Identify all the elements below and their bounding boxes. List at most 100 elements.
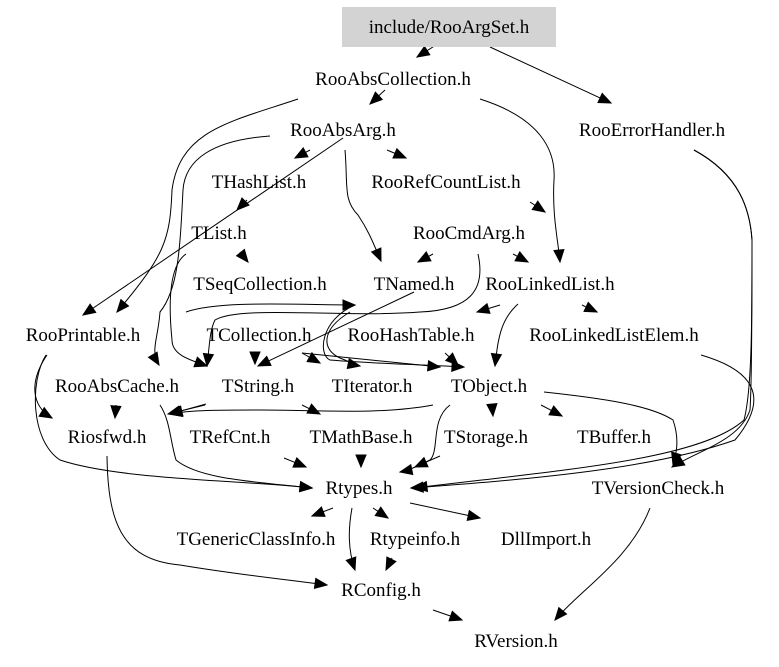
edge-roo-linked-list-to-roo-linked-list-elem-arrowhead [583,301,599,313]
edge-tobject-to-tversion-check-line [543,391,678,466]
edge-rtypes-to-dll-import-line [409,502,471,517]
edge-roo-error-handler-to-tversion-check [670,149,753,468]
edge-roo-cmd-arg-to-tnamed [416,251,434,263]
node-label: RooHashTable.h [348,325,475,346]
node-label: RConfig.h [341,580,421,601]
node-label: RooLinkedList.h [485,274,615,295]
node-tnamed[interactable]: TNamed.h [374,274,455,295]
edge-tstorage-to-rtypes [413,455,441,468]
edge-roo-linked-list-to-roo-linked-list-elem [581,301,599,313]
node-label: include/RooArgSet.h [369,17,530,38]
edge-tcollection-to-tobject-arrowhead [426,360,442,372]
edge-tref-cnt-to-rtypes-arrowhead [292,456,308,468]
node-thash-list[interactable]: THashList.h [212,172,307,193]
node-rconfig[interactable]: RConfig.h [341,580,421,601]
edge-roo-error-handler-to-rtypes-line [414,149,753,489]
node-label: RVersion.h [474,631,558,652]
node-roo-printable[interactable]: RooPrintable.h [26,325,141,346]
node-label: RooLinkedListElem.h [529,325,699,346]
edge-roo-error-handler-to-rtypes-arrowhead [413,480,429,493]
edge-roo-abs-collection-to-roo-printable-line [116,98,299,313]
edge-roo-error-handler-to-rtypes [413,149,753,493]
node-label: TSeqCollection.h [193,274,327,295]
node-roo-abs-cache[interactable]: RooAbsCache.h [55,376,180,397]
edge-tnamed-to-tstring-line [266,291,415,363]
node-roo-ref-count-list[interactable]: RooRefCountList.h [371,172,521,193]
node-label: TStorage.h [444,427,528,448]
node-tmath-base[interactable]: TMathBase.h [310,427,413,448]
edge-tobject-to-roo-abs-cache [168,404,434,418]
edge-tobject-to-roo-abs-cache-line [169,404,434,415]
node-dll-import[interactable]: DllImport.h [501,529,592,550]
edge-roo-linked-list-to-roo-hash-table [475,302,501,314]
node-label: RooCmdArg.h [413,223,526,244]
node-roo-abs-arg[interactable]: RooAbsArg.h [290,120,396,141]
edge-rtypes-to-rconfig [345,507,357,572]
node-rtypeinfo[interactable]: Rtypeinfo.h [370,529,461,550]
edges-layer [34,44,755,622]
edge-roo-abs-arg-to-roo-abs-cache-line [154,135,271,366]
edge-tstring-to-tmath-base [301,403,322,415]
node-tstring[interactable]: TString.h [222,376,295,397]
node-tgeneric-class-info[interactable]: TGenericClassInfo.h [177,529,336,550]
edge-roo-hash-table-to-titerator [326,311,362,370]
edge-tmath-base-to-rtypes-arrowhead [355,454,367,469]
edge-rconfig-to-rversion-line [432,609,453,618]
node-roo-linked-list-elem[interactable]: RooLinkedListElem.h [529,325,699,346]
node-label: Riosfwd.h [68,427,147,448]
edge-riosfwd-to-rconfig-line [106,455,328,586]
edge-roo-ref-count-list-to-roo-linked-list [529,200,547,213]
node-tversion-check[interactable]: TVersionCheck.h [592,478,725,499]
node-label: TVersionCheck.h [592,478,725,499]
edge-roo-error-handler-to-tversion-check-arrowhead [670,455,686,468]
edge-tobject-to-tbuffer-arrowhead [548,405,564,417]
edge-tcollection-to-tstring-arrowhead [249,351,261,366]
edge-tstorage-to-rtypes-line [423,455,441,464]
edge-thash-list-to-tlist-arrowhead [236,197,250,211]
edge-roo-abs-arg-to-roo-ref-count-list-arrowhead [392,147,408,159]
node-titerator[interactable]: TIterator.h [332,376,413,397]
edge-roo-abs-collection-to-roo-linked-list-line [479,98,561,263]
node-tseq-collection[interactable]: TSeqCollection.h [193,274,327,295]
node-label: TNamed.h [374,274,455,295]
edge-tref-cnt-to-rtypes [283,456,308,468]
edge-tseq-collection-to-tcollection-arrowhead [342,299,357,311]
edge-tnamed-to-tstring-arrowhead [256,355,272,367]
node-label: Rtypes.h [325,478,393,499]
node-roo-cmd-arg[interactable]: RooCmdArg.h [413,223,526,244]
node-roo-arg-set[interactable]: include/RooArgSet.h [342,7,556,47]
node-riosfwd[interactable]: Riosfwd.h [68,427,147,448]
edge-roo-abs-arg-to-thash-list [293,147,311,159]
node-rversion[interactable]: RVersion.h [474,631,558,652]
node-tstorage[interactable]: TStorage.h [444,427,528,448]
edge-roo-cmd-arg-to-tstring-line [206,253,481,367]
edge-roo-abs-arg-to-tnamed [344,149,382,263]
node-label: RooAbsCache.h [55,376,180,397]
edge-roo-abs-arg-to-roo-ref-count-list [386,147,408,159]
edge-tobject-to-tstorage-arrowhead [486,403,498,418]
node-roo-abs-collection[interactable]: RooAbsCollection.h [315,69,471,90]
node-tcollection[interactable]: TCollection.h [206,325,312,346]
edge-thash-list-to-tlist [236,197,250,211]
node-tbuffer[interactable]: TBuffer.h [577,427,652,448]
node-tref-cnt[interactable]: TRefCnt.h [190,427,271,448]
node-roo-linked-list[interactable]: RooLinkedList.h [485,274,615,295]
edge-roo-abs-collection-to-roo-linked-list-arrowhead [553,249,565,264]
node-rtypes[interactable]: Rtypes.h [325,478,393,499]
edge-tmath-base-to-rtypes [355,454,367,469]
node-roo-error-handler[interactable]: RooErrorHandler.h [579,120,726,141]
node-tobject[interactable]: TObject.h [451,376,528,397]
edge-roo-arg-set-to-roo-error-handler [489,46,613,104]
edge-tobject-to-roo-abs-cache-arrowhead [168,405,184,418]
edge-riosfwd-to-rconfig-arrowhead [313,577,329,590]
node-tlist[interactable]: TList.h [191,223,247,244]
edge-roo-abs-arg-to-thash-list-arrowhead [293,147,309,159]
edge-roo-ref-count-list-to-roo-linked-list-arrowhead [531,200,547,213]
edge-tlist-to-tstring-line [169,253,208,367]
node-label: TMathBase.h [310,427,413,448]
edge-tnamed-to-tstring [256,291,415,367]
edge-roo-printable-to-rtypes-line [34,354,313,489]
node-label: TGenericClassInfo.h [177,529,336,550]
node-roo-hash-table[interactable]: RooHashTable.h [348,325,475,346]
edge-roo-abs-collection-to-roo-abs-arg-arrowhead [369,91,384,105]
